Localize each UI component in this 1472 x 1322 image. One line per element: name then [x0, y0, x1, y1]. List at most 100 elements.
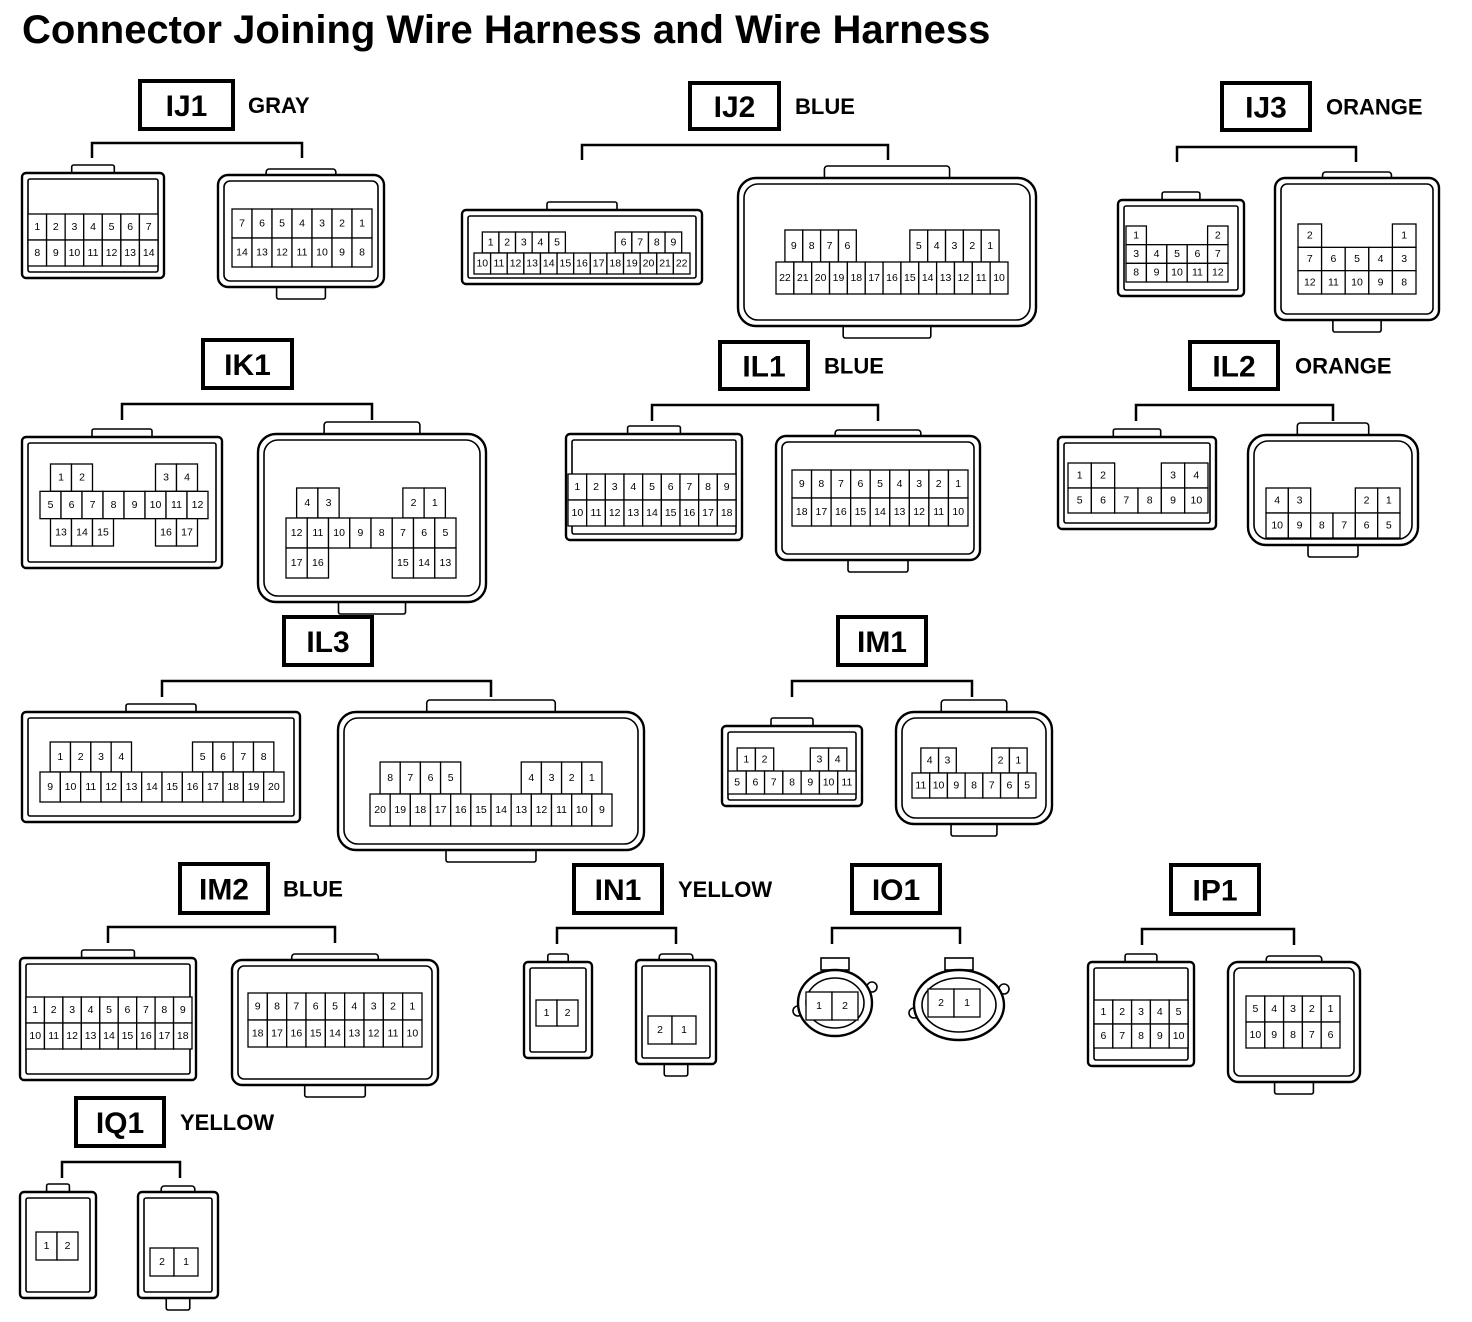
pin-number: 5: [332, 1001, 338, 1013]
pin-number: 6: [220, 751, 226, 763]
pin-number: 12: [510, 258, 522, 270]
pin-number: 2: [969, 240, 975, 252]
pin-number: 12: [958, 272, 970, 284]
pin-number: 20: [643, 258, 655, 270]
pin-number: 6: [1100, 1030, 1106, 1042]
pin-number: 1: [589, 772, 595, 784]
pin-number: 4: [304, 497, 310, 509]
pin-number: 3: [319, 218, 325, 230]
pin-number: 5: [48, 499, 54, 511]
pin-number: 17: [158, 1030, 170, 1042]
pin-number: 16: [455, 804, 467, 816]
pin-number: 12: [105, 781, 117, 793]
pin-number: 11: [388, 1028, 399, 1040]
pin-cell: [175, 518, 199, 547]
pin-number: 13: [526, 258, 538, 270]
pin-number: 12: [106, 247, 118, 259]
pin-cell: [306, 547, 330, 579]
pin-number: 12: [609, 507, 621, 519]
pin-number: 9: [1170, 495, 1176, 507]
pin-number: 18: [609, 258, 621, 270]
pin-number: 3: [72, 221, 78, 233]
pin-number: 5: [1077, 495, 1083, 507]
pin-cell: [647, 1015, 673, 1045]
pin-cell: [402, 1019, 423, 1048]
pin-number: 2: [65, 1240, 71, 1252]
pin-number: 10: [993, 272, 1005, 284]
pin-number: 15: [166, 781, 178, 793]
pin-number: 11: [48, 1030, 59, 1042]
connector-housing: [894, 710, 1054, 826]
pair-bracket: [106, 925, 337, 943]
pin-number: 7: [146, 221, 152, 233]
pin-number: 8: [1319, 520, 1325, 532]
pin-number: 2: [504, 237, 510, 249]
pin-number: 5: [279, 218, 285, 230]
pin-number: 10: [571, 507, 583, 519]
pin-number: 14: [922, 272, 934, 284]
pin-number: 5: [1386, 520, 1392, 532]
pin-number: 16: [576, 258, 588, 270]
pin-number: 10: [333, 527, 345, 539]
connector-code: IM2: [199, 874, 249, 907]
pin-number: 9: [1297, 520, 1303, 532]
pin-number: 2: [53, 221, 59, 233]
pin-number: 2: [1119, 1006, 1125, 1018]
pin-number: 8: [818, 478, 824, 490]
pair-bracket: [650, 403, 880, 421]
pair-bracket: [90, 141, 304, 158]
pin-cell: [1320, 1021, 1341, 1049]
pin-number: 19: [833, 272, 845, 284]
pin-number: 4: [927, 755, 933, 767]
pin-number: 8: [161, 1004, 167, 1016]
connector-code: IP1: [1192, 875, 1237, 908]
connector-code-box: [850, 863, 942, 915]
pin-number: 4: [184, 472, 190, 484]
pin-number: 7: [1309, 1029, 1315, 1041]
pin-number: 1: [432, 497, 438, 509]
pin-number: 7: [90, 499, 96, 511]
pin-number: 7: [143, 1004, 149, 1016]
pin-number: 7: [1307, 253, 1313, 265]
pin-cell: [716, 499, 737, 527]
pin-number: 6: [69, 499, 75, 511]
pin-number: 15: [904, 272, 916, 284]
pin-number: 10: [933, 780, 945, 792]
pin-number: 9: [47, 781, 53, 793]
pin-number: 14: [236, 247, 248, 259]
pin-cell: [1017, 772, 1037, 799]
pin-number: 14: [495, 804, 507, 816]
pair-bracket: [790, 679, 974, 697]
pin-number: 9: [180, 1004, 186, 1016]
pair-bracket: [580, 143, 890, 160]
pin-number: 7: [407, 772, 413, 784]
pin-number: 2: [411, 497, 417, 509]
pin-number: 13: [55, 526, 67, 538]
connector-code-box: [178, 862, 270, 915]
pin-number: 6: [668, 481, 674, 493]
pin-number: 16: [187, 781, 199, 793]
pin-number: 12: [1212, 267, 1224, 279]
connector-color: BLUE: [824, 354, 884, 379]
pin-cell: [1168, 1023, 1189, 1049]
pin-number: 3: [1401, 253, 1407, 265]
pin-number: 2: [1364, 495, 1370, 507]
pin-number: 13: [440, 557, 452, 569]
pin-number: 14: [146, 781, 158, 793]
pin-number: 9: [791, 240, 797, 252]
pin-number: 6: [1007, 780, 1013, 792]
pin-number: 7: [240, 751, 246, 763]
pin-number: 5: [916, 240, 922, 252]
pin-number: 2: [569, 772, 575, 784]
pin-cell: [1206, 262, 1229, 283]
pin-number: 10: [1173, 1030, 1185, 1042]
